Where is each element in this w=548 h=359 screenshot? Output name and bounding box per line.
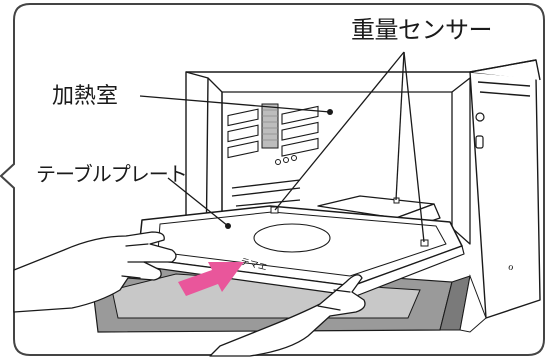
weight-sensor-leader-2 [395, 51, 405, 201]
table-plate-label: テーブルプレート [36, 162, 188, 186]
oven-body [185, 59, 541, 319]
leader-lines [139, 51, 425, 243]
mesh-panel [261, 103, 279, 149]
leader-dots [225, 109, 333, 229]
weight-sensor-point-icon [270, 197, 429, 247]
side-mark-icon: ℴ [508, 259, 514, 273]
weight-sensor-label: 重量センサー [351, 16, 493, 44]
chamber-vents [227, 105, 319, 159]
door-knob-icon [475, 112, 485, 122]
insert-direction-arrow-icon [178, 262, 244, 296]
weight-sensor-leader-3 [403, 51, 425, 243]
latch-icon [475, 135, 484, 149]
table-plate-leader [167, 177, 229, 227]
right-hand [209, 274, 366, 357]
heating-chamber-label: 加熱室 [52, 84, 119, 109]
heating-chamber-leader [139, 95, 331, 113]
chamber-dots [275, 155, 297, 165]
weight-sensor-leader-1 [274, 51, 405, 211]
turntable-circle [253, 223, 331, 253]
left-hand [13, 231, 177, 313]
